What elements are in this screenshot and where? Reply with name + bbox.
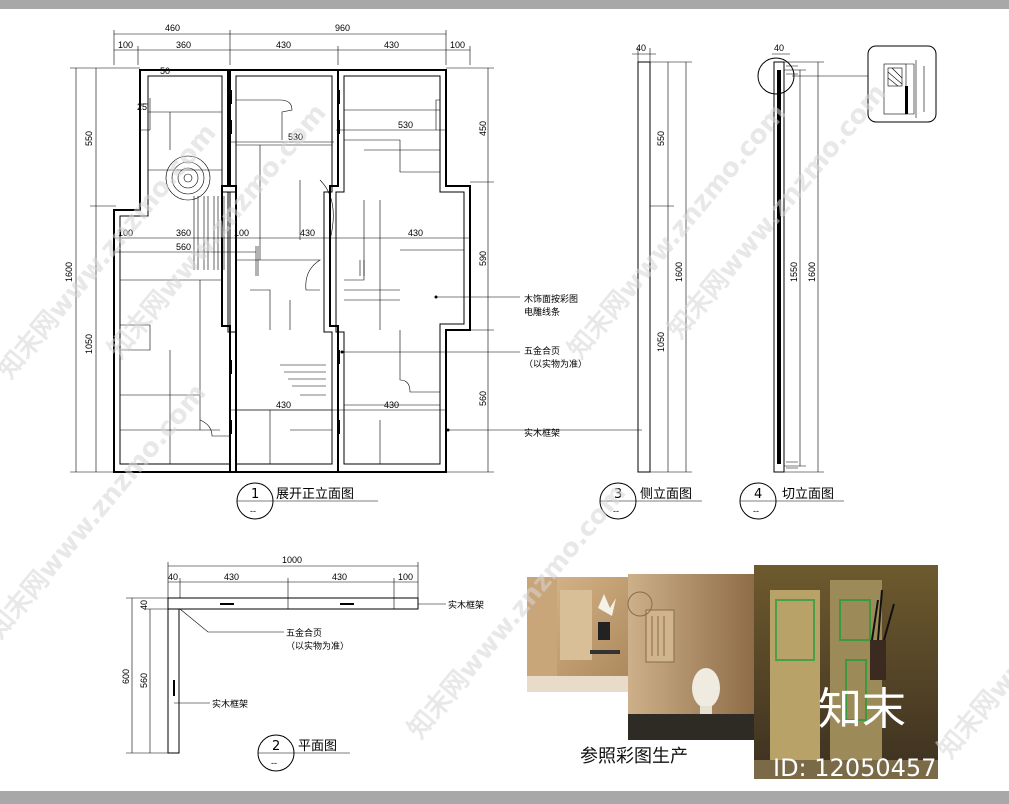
top-gray-band [0, 0, 1009, 9]
drawing-sub-3: -- [613, 506, 619, 516]
reference-photos: 参照彩图生产 [527, 565, 938, 779]
dim-560-right: 560 [478, 391, 488, 406]
plan-note-frame-left: 实木框架 [212, 698, 248, 710]
dim-430-inner-c: 430 [276, 400, 291, 410]
drawing-title-1: 展开正立面图 [276, 487, 354, 502]
watermark-brand: 知末 [818, 684, 906, 735]
drawing-number-2: 2 [272, 739, 280, 754]
plan-view: 1000 40 430 430 100 600 40 560 实木框架 五金合页… [121, 555, 484, 772]
plan-note-frame-top: 实木框架 [448, 599, 484, 611]
drawing-title-3: 侧立面图 [640, 487, 692, 502]
drawing-number-3: 3 [614, 487, 622, 502]
front-elevation: 460 960 100 360 430 430 100 1600 550 105… [64, 23, 642, 520]
dim-100-inner-b: 100 [234, 228, 249, 238]
plan-dim-40-left: 40 [139, 600, 149, 610]
note-wood-veneer: 木饰面按彩图 [524, 293, 578, 305]
reference-photo-3 [754, 565, 938, 779]
section-dim-1600: 1600 [807, 262, 817, 282]
dim-360-inner: 360 [176, 228, 191, 238]
side-elevation: 40 550 1050 1600 3 -- 侧立面图 [599, 43, 702, 520]
bottom-gray-band [0, 791, 1009, 804]
plan-dim-430-a: 430 [224, 572, 239, 582]
drawing-sub-4: -- [753, 506, 759, 516]
side-dim-550: 550 [656, 131, 666, 146]
section-elevation: 40 1550 1600 4 -- 切立面图 [739, 43, 937, 520]
plan-dim-1000: 1000 [282, 555, 302, 565]
drawing-sub-2: -- [271, 758, 277, 768]
dim-1600-left: 1600 [64, 262, 74, 282]
dim-50: 50 [160, 66, 170, 76]
reference-caption: 参照彩图生产 [580, 746, 688, 767]
dim-1050-left: 1050 [84, 334, 94, 354]
plan-dim-100: 100 [398, 572, 413, 582]
dim-430-inner-a: 430 [300, 228, 315, 238]
drawing-number-4: 4 [754, 487, 762, 502]
plan-dim-40: 40 [168, 572, 178, 582]
dim-450-right: 450 [478, 121, 488, 136]
dim-100-inner-a: 100 [118, 228, 133, 238]
side-dim-1050: 1050 [656, 332, 666, 352]
watermark-text-6: 知末网www.znzmo.com [932, 498, 1009, 764]
plan-note-hinge: 五金合页 [286, 627, 322, 639]
dim-430-inner-b: 430 [408, 228, 423, 238]
dim-430-inner-d: 430 [384, 400, 399, 410]
watermark-id: ID: 1205045788 [773, 754, 967, 782]
side-dim-40: 40 [636, 43, 646, 53]
dim-430-b: 430 [384, 40, 399, 50]
dim-530-b: 530 [398, 120, 413, 130]
side-dim-1600: 1600 [674, 262, 684, 282]
reference-photo-2 [627, 574, 754, 740]
dim-100-left: 100 [118, 40, 133, 50]
dim-25: 25 [137, 102, 147, 112]
dim-100-right: 100 [450, 40, 465, 50]
note-hinge-sub: （以实物为准） [524, 358, 587, 370]
plan-dim-560: 560 [139, 673, 149, 688]
note-carving: 电雕线条 [524, 306, 560, 318]
drawing-title-2: 平面图 [298, 739, 337, 754]
reference-photo-1 [527, 577, 631, 692]
dim-360: 360 [176, 40, 191, 50]
note-hinge: 五金合页 [524, 345, 560, 357]
dim-460: 460 [165, 23, 180, 33]
plan-note-hinge-sub: （以实物为准） [286, 640, 349, 652]
drawing-title-4: 切立面图 [782, 487, 834, 502]
dim-960: 960 [335, 23, 350, 33]
dim-550-left: 550 [84, 131, 94, 146]
section-dim-1550: 1550 [789, 262, 799, 282]
dim-560-inner: 560 [176, 242, 191, 252]
watermark-text-7: 知末网www.znzmo.com [0, 378, 213, 644]
plan-dim-430-b: 430 [332, 572, 347, 582]
dim-530-a: 530 [288, 132, 303, 142]
drawing-number-1: 1 [251, 487, 259, 502]
drawing-sub-1: -- [250, 506, 256, 516]
section-dim-40: 40 [774, 43, 784, 53]
dim-430-a: 430 [276, 40, 291, 50]
plan-dim-600: 600 [121, 669, 131, 684]
note-solid-frame: 实木框架 [524, 427, 560, 439]
dim-590-right: 590 [478, 251, 488, 266]
